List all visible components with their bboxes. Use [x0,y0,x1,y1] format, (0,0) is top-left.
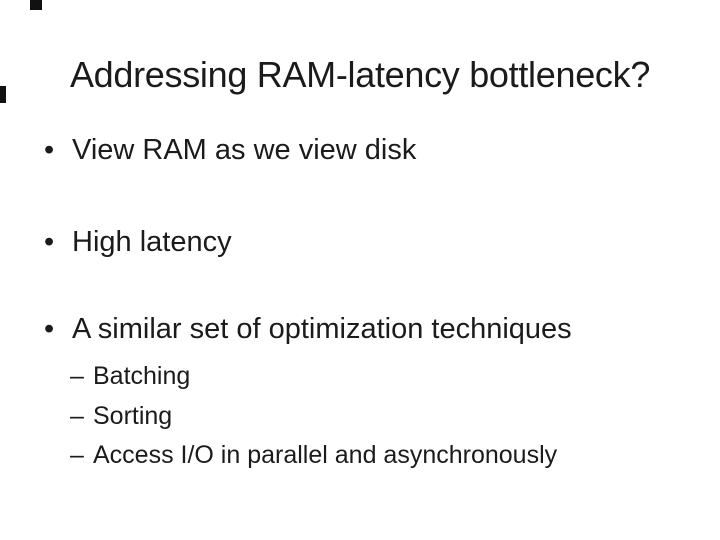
sub-bullet-item: – Access I/O in parallel and asynchronou… [70,443,557,468]
sub-bullet-label: Sorting [93,402,173,430]
sub-bullet-item: – Batching [70,364,190,389]
sub-bullet-label: Access I/O in parallel and asynchronousl… [93,441,558,469]
bullet-label: View RAM as we view disk [72,134,417,166]
dash-icon: – [70,402,84,430]
bullet-item: • High latency [44,228,232,257]
dash-icon: – [70,362,84,390]
scan-artifact-edge-mark [0,86,6,103]
sub-bullet-item: – Sorting [70,404,172,429]
bullet-item: • A similar set of optimization techniqu… [44,315,572,344]
bullet-item: • View RAM as we view disk [44,136,416,165]
bullet-label: High latency [72,226,232,258]
bullet-dot-icon: • [44,134,55,166]
slide-title: Addressing RAM-latency bottleneck? [69,54,651,95]
dash-icon: – [70,441,84,469]
sub-bullet-label: Batching [93,362,191,390]
scan-artifact-corner-mark [30,0,42,10]
bullet-label: A similar set of optimization techniques [72,313,572,345]
bullet-dot-icon: • [44,313,55,345]
bullet-dot-icon: • [44,226,55,258]
